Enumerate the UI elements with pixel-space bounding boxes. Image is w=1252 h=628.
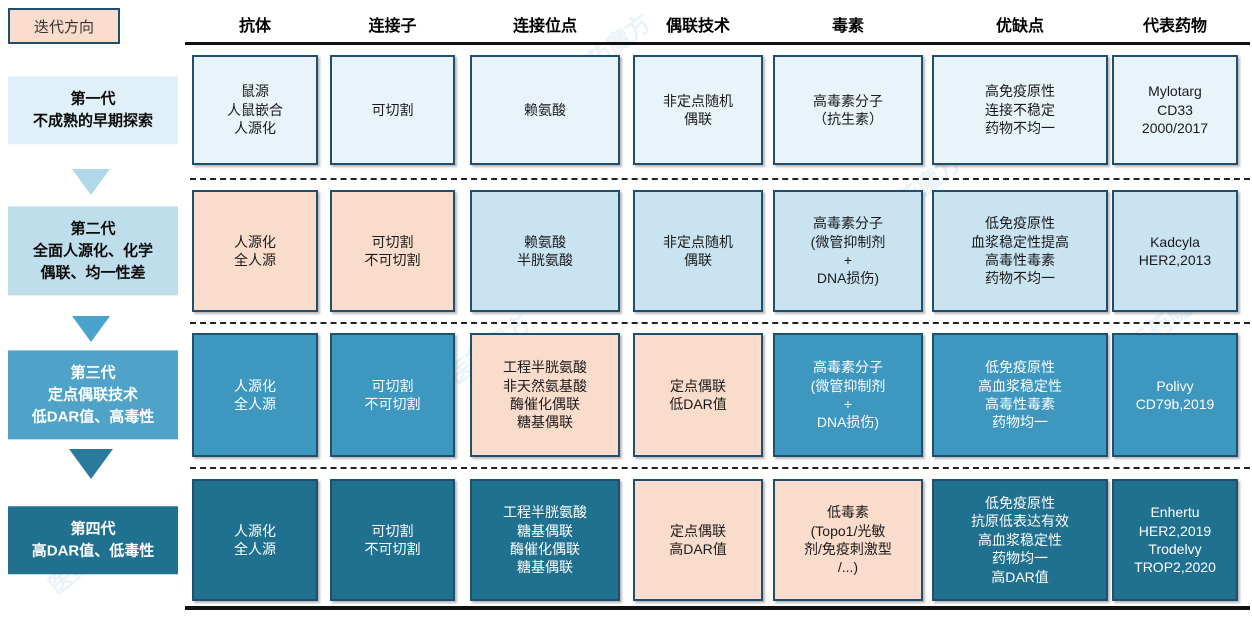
dashed-divider-2 [190,322,1250,324]
cell-gen1-pros-cons: 高免疫原性 连接不稳定 药物不均一 [932,55,1108,165]
gen4-label: 第四代 高DAR值、低毒性 [8,506,178,574]
cell-gen4-technology: 定点偶联 高DAR值 [633,479,763,601]
cell-gen1-technology: 非定点随机 偶联 [633,55,763,165]
header-antibody: 抗体 [238,18,271,35]
cell-gen4-pros-cons: 低免疫原性 抗原低表达有效 高血浆稳定性 药物均一 高DAR值 [932,479,1108,601]
header-representative-drugs: 代表药物 [1142,18,1207,35]
cell-gen1-toxin: 高毒素分子 （抗生素） [773,55,923,165]
cell-gen4-linker: 可切割 不可切割 [330,479,455,601]
cell-gen3-linker: 可切割 不可切割 [330,333,455,457]
cell-gen2-site: 赖氨酸 半胱氨酸 [470,190,620,312]
cell-gen3-technology: 定点偶联 低DAR值 [633,333,763,457]
cell-gen3-toxin: 高毒素分子 (微管抑制剂 + DNA损伤) [773,333,923,457]
cell-gen1-site: 赖氨酸 [470,55,620,165]
header-conjugation-site: 连接位点 [512,18,577,35]
iteration-direction-label: 迭代方向 [33,18,94,36]
header-divider [185,42,1250,45]
generation-1-row: 第一代 不成熟的早期探索 鼠源 人鼠嵌合 人源化 可切割 赖氨酸 非定点随机 偶… [0,55,1252,165]
gen3-label: 第三代 定点偶联技术 低DAR值、高毒性 [8,350,178,440]
generation-3-row: 第三代 定点偶联技术 低DAR值、高毒性 人源化 全人源 可切割 不可切割 工程… [0,333,1252,457]
header-linker: 连接子 [368,18,417,35]
generation-2-row: 第二代 全面人源化、化学 偶联、均一性差 人源化 全人源 可切割 不可切割 赖氨… [0,190,1252,312]
dashed-divider-1 [190,178,1250,180]
cell-gen4-drugs: Enhertu HER2,2019 Trodelvy TROP2,2020 [1112,479,1238,601]
cell-gen2-toxin: 高毒素分子 (微管抑制剂 + DNA损伤) [773,190,923,312]
header-toxin: 毒素 [831,18,864,35]
cell-gen2-technology: 非定点随机 偶联 [633,190,763,312]
cell-gen3-pros-cons: 低免疫原性 高血浆稳定性 高毒性毒素 药物均一 [932,333,1108,457]
cell-gen2-pros-cons: 低免疫原性 血浆稳定性提高 高毒性毒素 药物不均一 [932,190,1108,312]
gen1-label: 第一代 不成熟的早期探索 [8,76,178,144]
dashed-divider-3 [190,467,1250,469]
cell-gen3-drugs: Polivy CD79b,2019 [1112,333,1238,457]
cell-gen2-antibody: 人源化 全人源 [192,190,318,312]
cell-gen3-antibody: 人源化 全人源 [192,333,318,457]
generation-4-row: 第四代 高DAR值、低毒性 人源化 全人源 可切割 不可切割 工程半胱氨酸 糖基… [0,479,1252,601]
cell-gen2-linker: 可切割 不可切割 [330,190,455,312]
cell-gen2-drugs: Kadcyla HER2,2013 [1112,190,1238,312]
arrow-down-icon-2 [72,316,110,342]
cell-gen1-drugs: Mylotarg CD33 2000/2017 [1112,55,1238,165]
arrow-down-icon-3 [69,449,113,479]
iteration-direction-badge: 迭代方向 [8,8,120,44]
header-conjugation-technology: 偶联技术 [665,18,730,35]
cell-gen1-linker: 可切割 [330,55,455,165]
bottom-divider [185,606,1250,610]
gen2-label: 第二代 全面人源化、化学 偶联、均一性差 [8,206,178,296]
header-pros-cons: 优缺点 [995,18,1044,35]
arrow-down-icon-1 [72,169,110,195]
cell-gen4-toxin: 低毒素 (Topo1/光敏 剂/免疫刺激型 /...) [773,479,923,601]
cell-gen4-site: 工程半胱氨酸 糖基偶联 酶催化偶联 糖基偶联 [470,479,620,601]
cell-gen1-antibody: 鼠源 人鼠嵌合 人源化 [192,55,318,165]
cell-gen3-site: 工程半胱氨酸 非天然氨基酸 酶催化偶联 糖基偶联 [470,333,620,457]
cell-gen4-antibody: 人源化 全人源 [192,479,318,601]
